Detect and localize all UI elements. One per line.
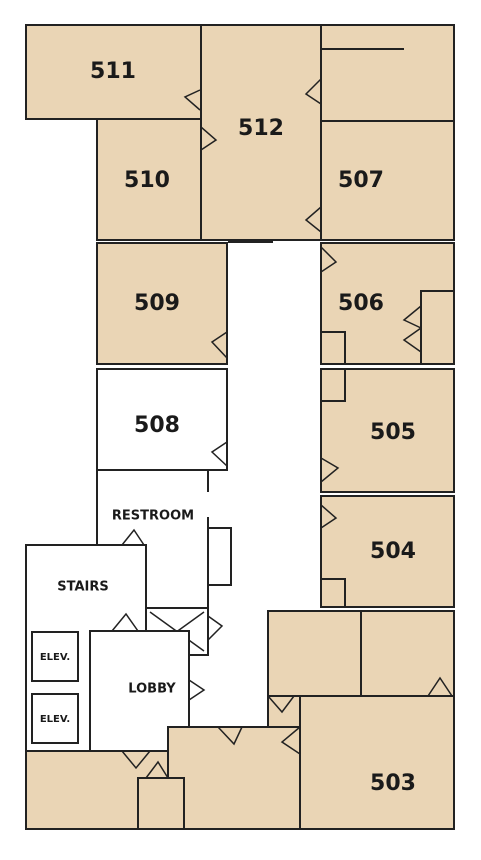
room-bottom-closet	[137, 777, 185, 830]
door-restroom	[121, 528, 145, 546]
label-505: 505	[370, 420, 416, 445]
label-508: 508	[134, 413, 180, 438]
label-504: 504	[370, 539, 416, 564]
room-510[interactable]	[96, 118, 202, 241]
door-bottom-closet	[145, 760, 169, 779]
elevator-2[interactable]	[31, 693, 79, 744]
door-508	[210, 441, 228, 467]
door-swings	[111, 78, 453, 779]
room-512[interactable]	[200, 24, 322, 241]
door-503-west	[280, 726, 301, 755]
door-503-b	[427, 676, 453, 697]
room-506-nook	[320, 331, 346, 365]
door-506-closet-a	[402, 305, 422, 329]
label-510: 510	[124, 168, 170, 193]
label-elev-1: ELEV.	[40, 652, 70, 663]
label-509: 509	[134, 291, 180, 316]
door-shaft	[207, 615, 224, 641]
room-504-nook	[320, 578, 346, 608]
door-510	[200, 126, 218, 151]
elevator-1[interactable]	[31, 631, 79, 682]
room-505-nook	[320, 368, 346, 402]
door-509	[210, 331, 228, 359]
label-511: 511	[90, 59, 136, 84]
door-505	[320, 457, 340, 483]
room-508[interactable]	[96, 368, 228, 471]
door-503-entry	[267, 695, 295, 714]
door-bottom-center	[217, 726, 243, 746]
label-elev-2: ELEV.	[40, 714, 70, 725]
room-506-closet	[420, 290, 455, 365]
room-507-annex[interactable]	[320, 24, 455, 122]
door-512-east	[304, 78, 322, 105]
door-511	[183, 89, 201, 111]
door-bottom-left	[121, 750, 151, 770]
label-503: 503	[370, 771, 416, 796]
label-stairs: STAIRS	[57, 580, 109, 595]
label-507: 507	[338, 168, 384, 193]
door-506-closet-b	[402, 327, 422, 353]
label-512: 512	[238, 116, 284, 141]
door-507	[304, 206, 322, 233]
room-509[interactable]	[96, 242, 228, 365]
label-restroom: RESTROOM	[112, 509, 194, 524]
label-lobby: LOBBY	[128, 682, 176, 697]
room-503-b[interactable]	[360, 610, 455, 697]
room-503-a[interactable]	[267, 610, 362, 697]
restroom-fixture	[207, 527, 232, 586]
room-503[interactable]	[299, 695, 455, 830]
door-504	[320, 504, 338, 529]
room-507[interactable]	[320, 120, 455, 241]
door-lobby	[188, 679, 206, 701]
door-stairs	[111, 612, 139, 632]
door-506	[320, 246, 338, 273]
room-511[interactable]	[25, 24, 202, 120]
label-506: 506	[338, 291, 384, 316]
